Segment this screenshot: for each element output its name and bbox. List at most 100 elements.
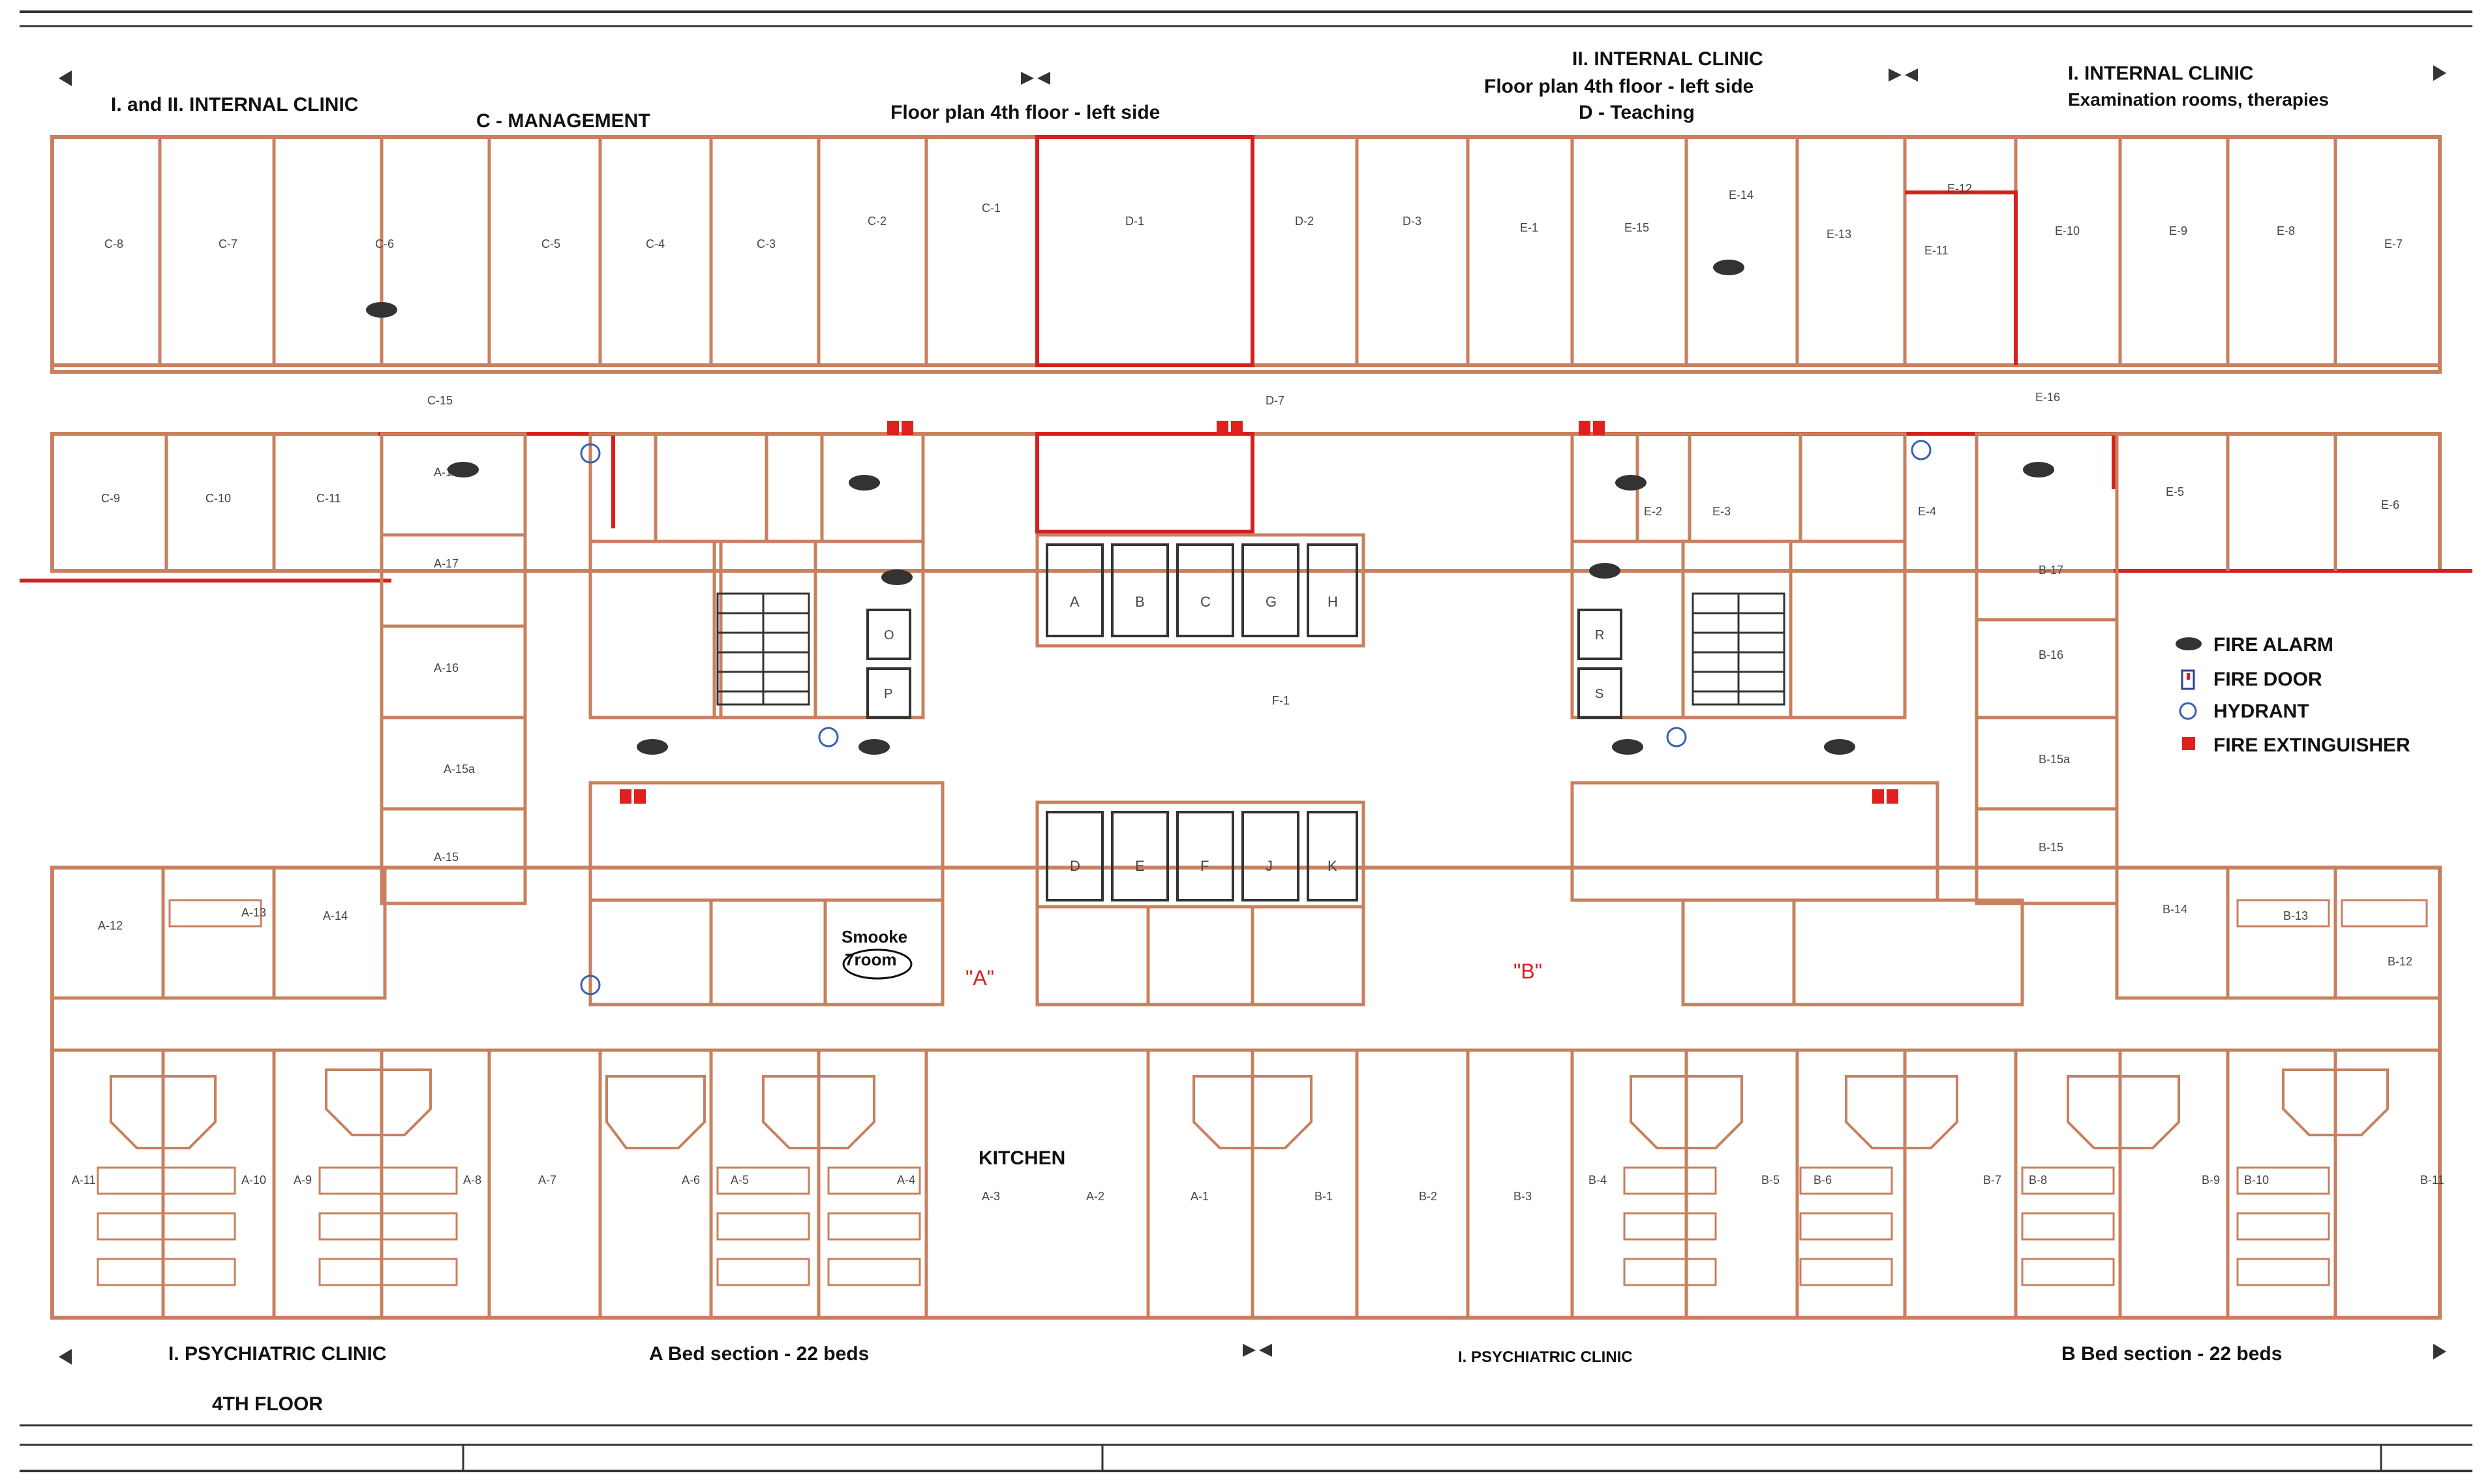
- plan-fire-alarms: [366, 260, 2054, 755]
- room-label: E-14: [1729, 189, 1754, 202]
- bathroom-pods: [110, 1068, 2389, 1149]
- legend-hydrant: HYDRANT: [2213, 701, 2309, 722]
- bottom-wing-partitions: [50, 866, 2442, 1318]
- footer-b-section: B Bed section - 22 beds: [2061, 1343, 2282, 1365]
- legend: FIRE ALARM FIRE DOOR HYDRANT FIRE EXTING…: [2176, 634, 2410, 756]
- elevator-cars-bottom: D E F J K: [1046, 811, 1358, 901]
- room-label: A-1: [1191, 1190, 1209, 1203]
- room-label: C-7: [219, 237, 237, 250]
- room-label: C-4: [646, 237, 665, 250]
- room-label: B-8: [2029, 1174, 2047, 1187]
- legend-fire-door: FIRE DOOR: [2213, 669, 2322, 690]
- fire-alarm-icon: [2176, 637, 2202, 650]
- smoke-room-annotation: Smooke 7room: [842, 927, 913, 980]
- header-internal-clinic-2: II. INTERNAL CLINIC: [1572, 48, 1763, 70]
- fire-compartment-lines: [20, 135, 2472, 583]
- room-label: B-1: [1314, 1190, 1333, 1203]
- room-label: C-8: [104, 237, 123, 250]
- elevator-bank-bottom: [1035, 800, 1365, 1007]
- room-label: E-13: [1827, 228, 1851, 241]
- smoke-room-line-2: 7room: [845, 950, 896, 969]
- footer-a-section: A Bed section - 22 beds: [649, 1343, 869, 1365]
- arrow-right-icon: [2433, 1344, 2446, 1359]
- header-teaching: D - Teaching: [1579, 102, 1695, 123]
- room-label: A-3: [982, 1190, 1000, 1203]
- room-label: E-3: [1712, 505, 1731, 518]
- room-label: B-4: [1588, 1174, 1607, 1187]
- room-label: C-10: [205, 492, 231, 505]
- room-label: D-3: [1403, 215, 1421, 228]
- room-label: E-15: [1624, 221, 1649, 234]
- corridor-label: C-15: [427, 394, 453, 407]
- arrow-left-icon: [59, 70, 72, 86]
- header-management: C - MANAGEMENT: [476, 110, 650, 132]
- room-label: B-3: [1513, 1190, 1532, 1203]
- room-label: B-17: [2039, 564, 2063, 577]
- room-label: B-15a: [2039, 753, 2071, 766]
- room-labels-bottom: A-12 A-13 A-14 A-11 A-10 A-9 A-8 A-7 A-6…: [72, 903, 2444, 1203]
- room-label: B-13: [2283, 909, 2308, 922]
- room-label: A-11: [72, 1174, 96, 1187]
- room-label: B-12: [2388, 955, 2412, 968]
- hydrant-icon: [2179, 702, 2197, 720]
- patient-beds: [97, 899, 2428, 1286]
- elevator-label: C: [1200, 594, 1211, 610]
- room-label: A-13: [241, 906, 266, 919]
- header-internal-clinic-left: I. and II. INTERNAL CLINIC: [111, 94, 358, 115]
- room-label: B-10: [2244, 1174, 2269, 1187]
- room-label: B-6: [1814, 1174, 1832, 1187]
- header-exam-rooms: Examination rooms, therapies: [2068, 89, 2329, 110]
- room-label: C-6: [375, 237, 394, 250]
- room-label: C-5: [541, 237, 560, 250]
- elevator-label: B: [1135, 594, 1145, 610]
- legend-fire-extinguisher: FIRE EXTINGUISHER: [2213, 734, 2410, 756]
- room-label: C-3: [757, 237, 776, 250]
- elevator-label: R: [1595, 628, 1604, 643]
- room-label: B-7: [1983, 1174, 2001, 1187]
- room-label: E-6: [2381, 498, 2399, 511]
- left-stair: [716, 592, 810, 706]
- elevator-cars-left-core: O P: [866, 609, 911, 719]
- room-label: C-9: [101, 492, 120, 505]
- room-labels-middle: C-9 C-10 C-11 A-18 A-17 A-16 A-15 A-15a …: [101, 466, 2399, 864]
- middle-left-block: [164, 432, 527, 905]
- elevator-label: K: [1328, 858, 1337, 874]
- arrow-left-icon: [59, 1349, 72, 1365]
- elevator-label: A: [1070, 594, 1080, 610]
- room-label: E-5: [2166, 485, 2184, 498]
- wing-b-label: "B": [1513, 960, 1542, 983]
- room-label: A-17: [434, 557, 459, 570]
- room-label: A-10: [241, 1174, 266, 1187]
- room-label: E-4: [1918, 505, 1936, 518]
- corridor-label: E-16: [2035, 391, 2060, 404]
- room-label: B-9: [2202, 1174, 2220, 1187]
- elevator-label: J: [1266, 858, 1273, 874]
- elevator-bank-top: [1035, 533, 1365, 648]
- plan-fire-extinguishers: [620, 421, 1898, 804]
- top-room-partitions: [158, 137, 2337, 365]
- footer-floor: 4TH FLOOR: [212, 1393, 323, 1415]
- legend-fire-alarm: FIRE ALARM: [2213, 634, 2333, 656]
- room-label: E-9: [2169, 224, 2187, 237]
- smoke-room-line-1: Smooke: [842, 927, 907, 946]
- elevator-cars-right-core: R S: [1577, 609, 1622, 719]
- room-label: C-11: [316, 492, 341, 505]
- room-label: E-12: [1947, 182, 1972, 195]
- room-label: A-9: [294, 1174, 312, 1187]
- room-label: B-15: [2039, 841, 2063, 854]
- room-label: D-2: [1295, 215, 1314, 228]
- footer-psychiatric-center: I. PSYCHIATRIC CLINIC: [1458, 1348, 1633, 1366]
- elevator-label: P: [884, 687, 892, 701]
- right-core: [1570, 432, 2024, 1007]
- room-label: C-1: [982, 202, 1001, 215]
- room-label: A-7: [538, 1174, 556, 1187]
- room-label: D-1: [1125, 215, 1144, 228]
- header-plan-title: Floor plan 4th floor - left side: [890, 102, 1160, 123]
- arrow-right-icon: [2433, 65, 2446, 81]
- room-label: E-10: [2055, 224, 2080, 237]
- section-marker-icon: [1889, 68, 1918, 82]
- section-marker-icon: [1021, 72, 1050, 85]
- elevator-label: S: [1595, 687, 1603, 701]
- room-labels-top: C-8 C-7 C-6 C-5 C-4 C-3 C-2 C-1 D-1 D-2 …: [104, 182, 2403, 257]
